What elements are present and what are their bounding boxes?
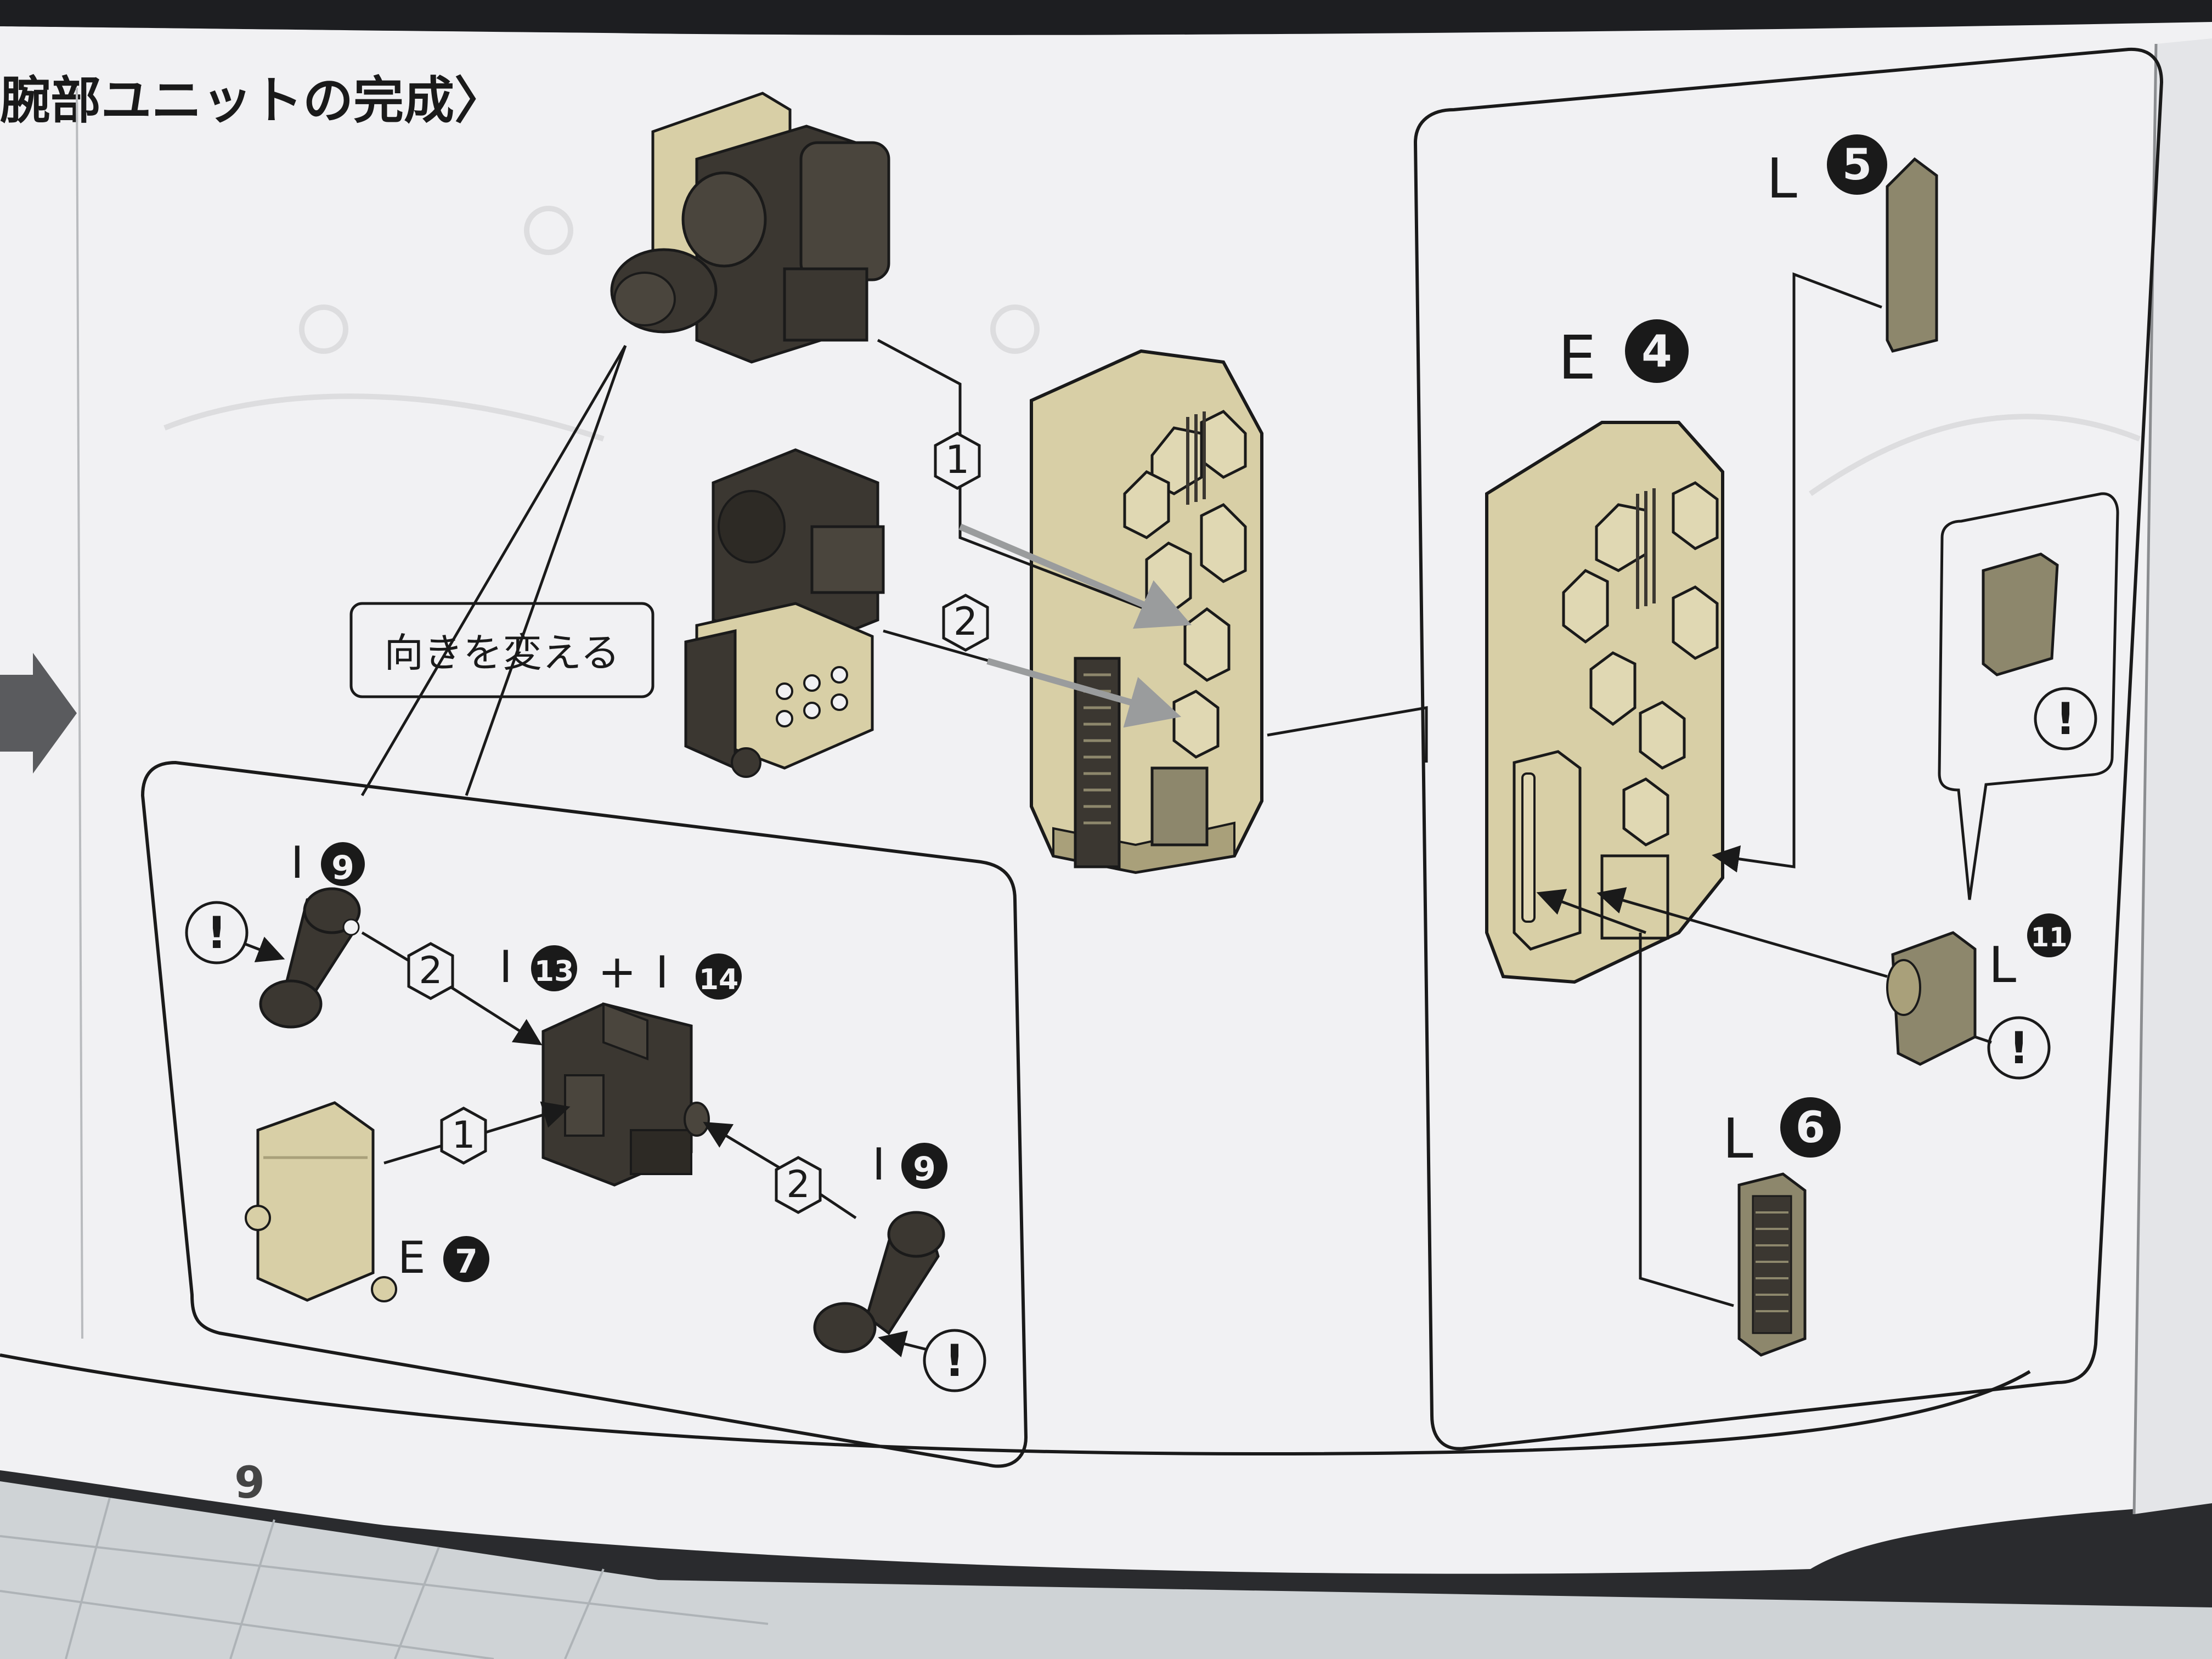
column-divider [76, 87, 83, 1339]
svg-text:L: L [1989, 936, 2016, 994]
part-e7: E 7 [245, 1101, 489, 1302]
part-i9-lower: I 9 [813, 1139, 947, 1353]
zoom-line-right [465, 345, 627, 796]
svg-text:!: ! [945, 1335, 964, 1386]
gray-arrow-1 [958, 523, 1192, 629]
elbow-part-upper [610, 92, 890, 364]
svg-text:1: 1 [452, 1114, 475, 1157]
zoom-line-to-right-panel [1267, 706, 1428, 763]
step-badge-1: 1 [934, 432, 981, 490]
svg-text:13: 13 [534, 955, 574, 988]
part-i9-upper: I 9 [259, 837, 365, 1029]
svg-text:6: 6 [1796, 1103, 1825, 1153]
part-i13-i14-block [541, 1002, 710, 1187]
inset-leader-1 [383, 1101, 571, 1165]
svg-text:I: I [499, 941, 512, 992]
cutting-mat [0, 1481, 2212, 1659]
caution-icon-3: ! [2034, 687, 2097, 751]
caution-icon-4: ! [1974, 1016, 2051, 1080]
part-i13-i14-label: I 13 + I 14 [499, 941, 742, 1000]
svg-text:7: 7 [455, 1243, 478, 1281]
zoom-line-left [360, 345, 627, 797]
svg-text:!: ! [2009, 1023, 2029, 1074]
forearm-armor-e4 [1485, 421, 1724, 984]
svg-text:9: 9 [913, 1150, 936, 1188]
svg-text:L: L [1767, 146, 1797, 211]
leader-l6 [1639, 933, 1734, 1307]
page-top-shadow [0, 0, 2212, 35]
leader-l11 [1596, 887, 1888, 978]
svg-text:1: 1 [945, 437, 970, 482]
svg-text:E: E [398, 1232, 426, 1283]
part-l6: L 6 [1723, 1097, 1841, 1357]
part-l11: L 11 [1886, 913, 2071, 1066]
leader-l5 [1712, 272, 1882, 873]
page-edge-right [2134, 38, 2212, 1514]
gray-arrow-2 [986, 658, 1182, 728]
forearm-armor-center [1030, 349, 1263, 874]
page-bottom-border [0, 1353, 2031, 1456]
inset-step-badge-2a: 2 [407, 942, 454, 1000]
shoulder-joint-part [684, 448, 885, 778]
inset-panel-left [140, 760, 1028, 1468]
svg-text:2: 2 [953, 599, 978, 644]
leader-l6-arrow [1536, 889, 1646, 934]
svg-text:I: I [656, 947, 669, 998]
inset-step-badge-1: 1 [440, 1107, 487, 1165]
svg-text:I: I [872, 1139, 885, 1190]
svg-text:11: 11 [2031, 922, 2068, 953]
svg-text:I: I [291, 837, 304, 888]
svg-text:!: ! [207, 907, 227, 958]
page-number: 9 [234, 1457, 265, 1508]
svg-text:!: ! [2056, 693, 2075, 744]
svg-text:2: 2 [419, 949, 442, 992]
inset-step-badge-2b: 2 [775, 1156, 822, 1214]
orientation-callout-text: 向きを変える [384, 630, 620, 676]
svg-text:14: 14 [699, 963, 738, 996]
inset-panel-right [1413, 47, 2164, 1451]
cutting-mat-grid [0, 1497, 769, 1659]
caution-icon-1: ! [185, 901, 285, 964]
part-e4-label: E 4 [1558, 319, 1689, 393]
svg-text:2: 2 [786, 1163, 810, 1206]
part-l5: L 5 [1767, 134, 1938, 353]
next-step-arrow [0, 653, 77, 774]
svg-text:9: 9 [331, 849, 354, 887]
l11-detail-part [1982, 552, 2059, 676]
svg-text:5: 5 [1842, 140, 1872, 190]
svg-text:L: L [1723, 1107, 1753, 1171]
svg-text:4: 4 [1641, 326, 1672, 377]
section-title: 腕部ユニットの完成〉 [0, 71, 505, 130]
step-badge-2: 2 [942, 594, 989, 652]
svg-text:+: + [598, 945, 636, 998]
svg-text:E: E [1558, 323, 1596, 393]
show-through-ghost [163, 206, 2141, 496]
caution-icon-2: ! [878, 1329, 986, 1392]
